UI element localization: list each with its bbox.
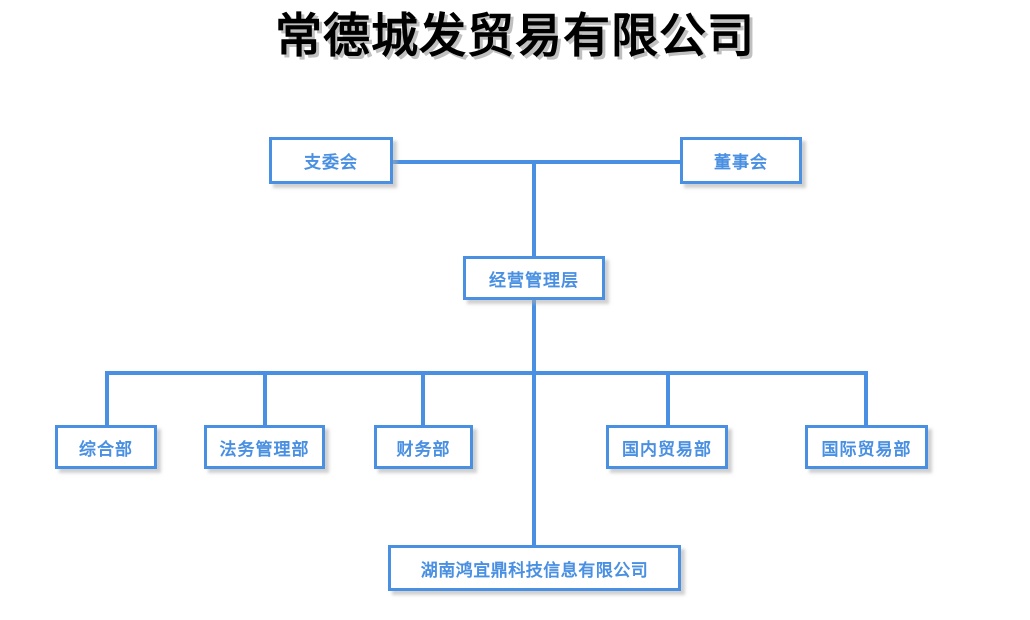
connector-bus-to-dept-finance: [421, 371, 425, 425]
node-dept-finance[interactable]: 财务部: [374, 425, 473, 469]
connector-management-to-bus: [532, 299, 536, 375]
connector-bus-to-subsidiary: [532, 371, 536, 546]
node-management-layer[interactable]: 经营管理层: [463, 256, 605, 300]
node-dept-legal-management[interactable]: 法务管理部: [204, 425, 325, 469]
node-dept-general-affairs[interactable]: 综合部: [55, 425, 157, 469]
node-party-committee[interactable]: 支委会: [269, 137, 393, 184]
connector-board-to-management: [532, 160, 536, 256]
node-subsidiary-company[interactable]: 湖南鸿宜鼎科技信息有限公司: [388, 545, 681, 591]
connector-department-bus: [105, 371, 868, 375]
connector-bus-to-dept-domestic: [666, 371, 670, 425]
node-dept-international-trade[interactable]: 国际贸易部: [805, 425, 928, 469]
connector-bus-to-dept-legal: [263, 371, 267, 425]
node-board-of-directors[interactable]: 董事会: [680, 137, 802, 184]
connector-bus-to-dept-general: [105, 371, 109, 425]
page-title: 常德城发贸易有限公司: [275, 9, 755, 64]
connector-committee-to-board: [393, 160, 680, 164]
connector-bus-to-dept-international: [864, 371, 868, 425]
node-dept-domestic-trade[interactable]: 国内贸易部: [606, 425, 728, 469]
